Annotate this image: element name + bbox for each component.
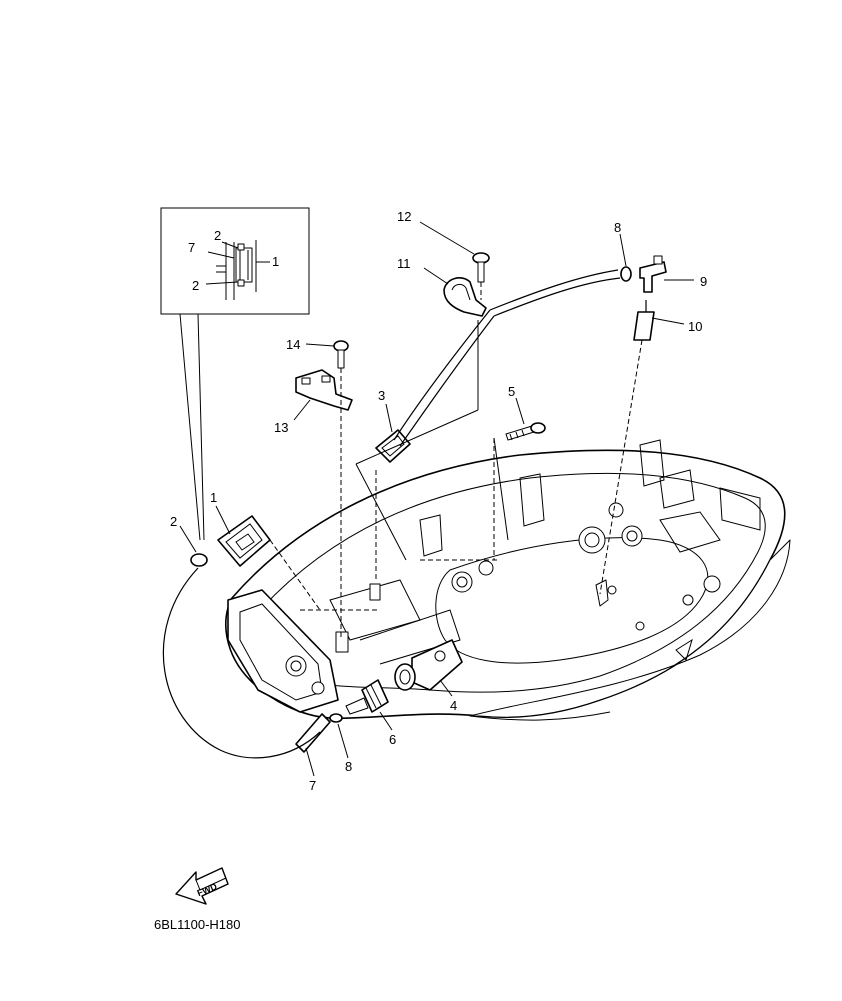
inset-callout-2-bottom: 2	[192, 278, 199, 293]
part-7-hose	[295, 713, 331, 753]
callout-9: 9	[700, 274, 707, 289]
part-12-bolt	[472, 252, 490, 283]
part-11-clamp	[443, 277, 487, 317]
inset-detail	[160, 207, 310, 541]
part-14-bolt	[333, 340, 349, 369]
bottom-cowling	[225, 439, 791, 721]
callout-5: 5	[508, 384, 515, 399]
callout-12: 12	[397, 209, 411, 224]
callout-14: 14	[286, 337, 300, 352]
part-4-grommet	[394, 639, 463, 691]
part-1-grommet	[217, 515, 271, 567]
callout-3: 3	[378, 388, 385, 403]
leader-lines	[179, 221, 694, 777]
part-6-nut	[345, 679, 389, 715]
inset-callout-7: 7	[188, 240, 195, 255]
callout-11: 11	[397, 256, 411, 271]
callout-6: 6	[389, 732, 396, 747]
part-10-hose	[633, 311, 655, 341]
callout-8-lower: 8	[345, 759, 352, 774]
callout-13: 13	[274, 420, 288, 435]
callout-labels: 1 2 3 4 5 6 7 8 8 9 10 11 12 13 14 1 2 2…	[170, 209, 707, 793]
part-9-tee-joint	[639, 255, 667, 293]
inset-callout-2-top: 2	[214, 228, 221, 243]
part-8-clip-upper	[620, 266, 632, 282]
callout-10: 10	[688, 319, 702, 334]
part-8-clip-lower	[329, 713, 343, 723]
callout-7: 7	[309, 778, 316, 793]
callout-2: 2	[170, 514, 177, 529]
fwd-arrow: FWD	[175, 867, 229, 905]
callout-8-upper: 8	[614, 220, 621, 235]
assembly-lines	[269, 282, 509, 640]
part-5-screw	[505, 422, 546, 441]
callout-1: 1	[210, 490, 217, 505]
hose-routing	[162, 269, 647, 759]
part-2-clip	[190, 553, 208, 567]
part-13-bracket	[295, 369, 353, 411]
part-3-grommet	[375, 429, 411, 463]
inset-callout-1: 1	[272, 254, 279, 269]
diagram-code: 6BL1100-H180	[154, 917, 241, 932]
callout-4: 4	[450, 698, 457, 713]
